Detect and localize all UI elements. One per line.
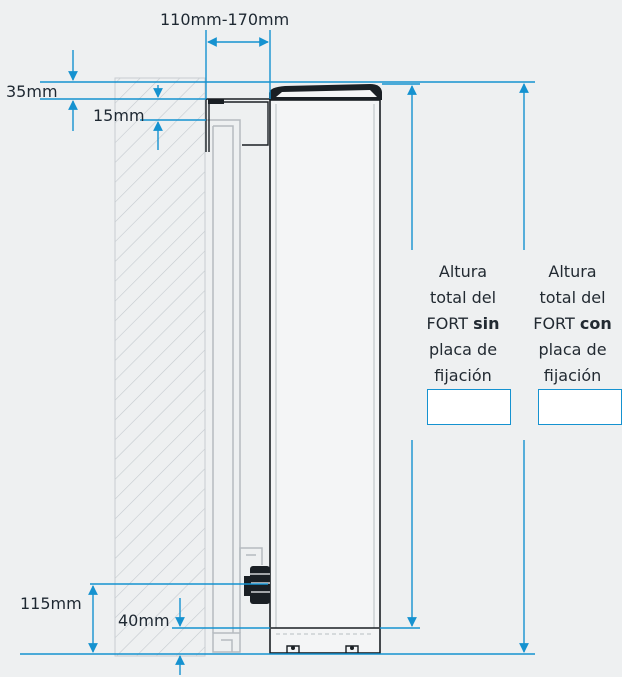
lower-connection-label: 115mm (20, 594, 82, 613)
height-with-plate-label: Altura total del FORT con placa de fijac… (523, 259, 622, 389)
height-without-plate-line5: fijación (434, 366, 492, 385)
top-offset-label: 35mm (6, 82, 58, 101)
top-offset-dimension (40, 50, 535, 131)
height-with-plate-line4: placa de (538, 340, 607, 359)
height-without-plate-line4: placa de (428, 340, 498, 359)
height-with-plate-line3-prefix: FORT (533, 314, 580, 333)
side-connector (244, 566, 270, 604)
height-without-plate-input[interactable] (427, 389, 511, 425)
mounting-plate (206, 119, 263, 653)
height-with-plate-keyword: con (579, 314, 612, 333)
lower-connection-dimension (20, 583, 535, 655)
base-height-label: 40mm (118, 611, 170, 630)
bracket-offset-dimension (140, 85, 206, 150)
height-without-plate-keyword: sin (473, 314, 500, 333)
bracket-offset-label: 15mm (93, 106, 145, 125)
height-without-plate-line3-prefix: FORT (426, 314, 474, 333)
height-without-plate-line3: FORT sin (411, 311, 515, 337)
height-with-plate-line3: FORT con (523, 311, 622, 337)
height-with-plate-line1: Altura (548, 262, 597, 281)
device-lid (269, 84, 382, 100)
device-body (269, 99, 381, 654)
wall (114, 77, 206, 657)
height-with-plate-line5: fijación (543, 366, 602, 385)
base-height-dimension (172, 598, 270, 675)
height-without-plate-dimension (380, 83, 420, 629)
wall-bracket (205, 98, 270, 152)
height-with-plate-line2: total del (539, 288, 606, 307)
height-without-plate-label: Altura total del FORT sin placa de fijac… (411, 259, 515, 389)
bracket-depth-label: 110mm-170mm (160, 10, 290, 29)
height-without-plate-line2: total del (429, 288, 497, 307)
bracket-depth-dimension (205, 30, 271, 99)
height-with-plate-input[interactable] (538, 389, 622, 425)
height-without-plate-line1: Altura (438, 262, 488, 281)
